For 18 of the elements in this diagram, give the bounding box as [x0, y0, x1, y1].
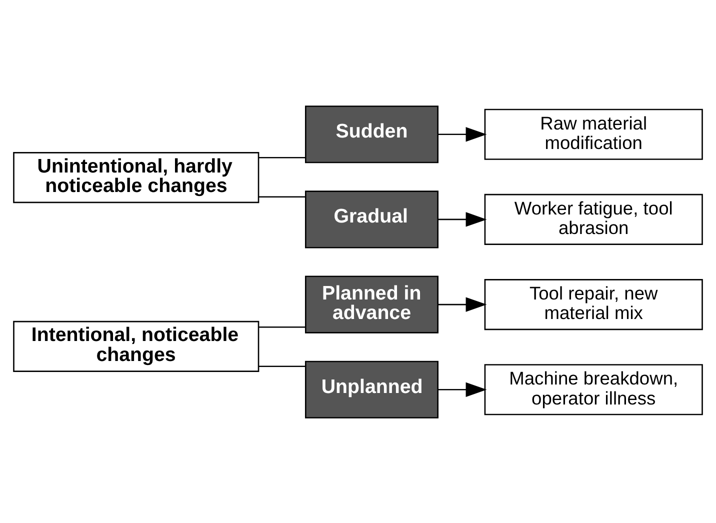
- arrow: [438, 296, 487, 312]
- node-box: Unintentional, hardly noticeable changes: [13, 152, 260, 203]
- arrow: [438, 382, 487, 396]
- node-box: Worker fatigue, tool abrasion: [484, 193, 703, 244]
- connector: [258, 156, 306, 158]
- node-box: Unplanned: [304, 360, 438, 418]
- node-box: Raw material modification: [484, 108, 703, 160]
- connector: [258, 196, 306, 198]
- arrow: [438, 126, 487, 142]
- connector: [258, 365, 306, 367]
- node-box: Gradual: [304, 190, 438, 248]
- arrow: [438, 212, 487, 226]
- node-box: Planned in advance: [304, 275, 438, 333]
- node-box: Tool repair, new material mix: [484, 278, 703, 330]
- node-box: Machine breakdown, operator illness: [484, 364, 703, 415]
- node-box: Intentional, noticeable changes: [13, 320, 260, 372]
- node-box: Sudden: [304, 105, 438, 163]
- connector: [258, 326, 306, 328]
